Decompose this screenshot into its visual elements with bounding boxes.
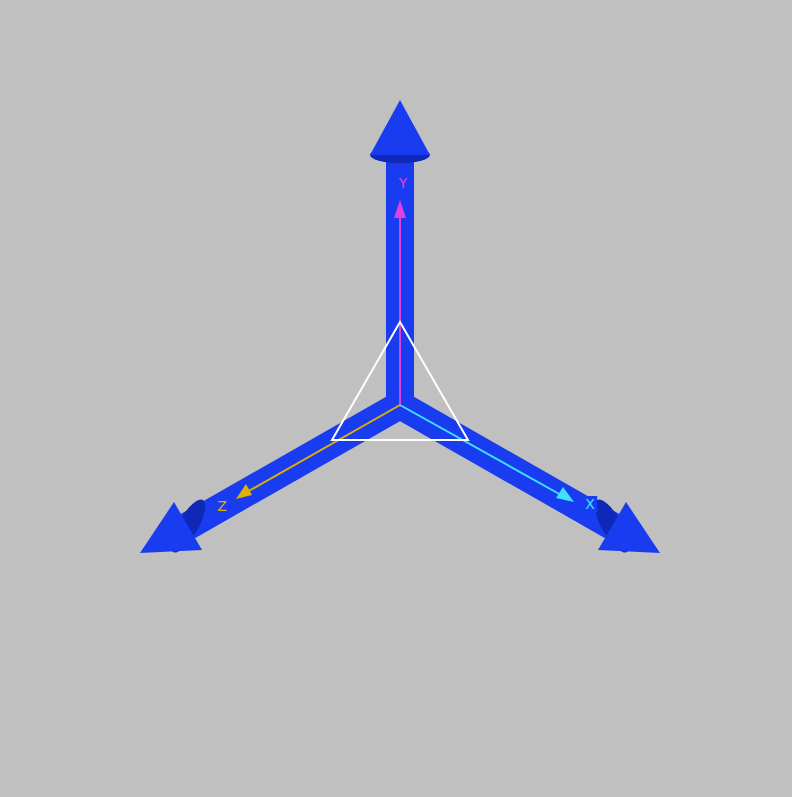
axis-cones (140, 100, 660, 557)
axis-arms (188, 155, 612, 526)
axis-label: Y (397, 175, 410, 191)
axis-label: Z (215, 498, 229, 514)
axis-label: X (583, 496, 597, 512)
center-triangle (332, 322, 468, 440)
axis-lines (236, 200, 574, 502)
